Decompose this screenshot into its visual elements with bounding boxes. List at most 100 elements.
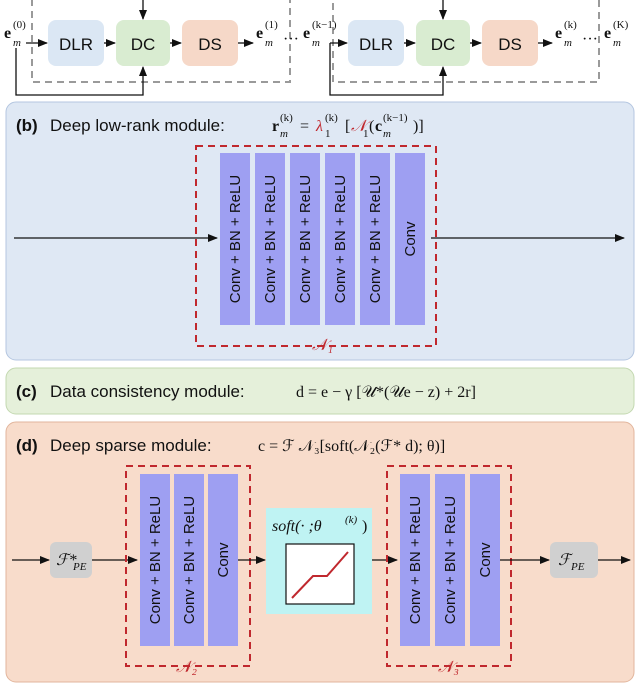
n1-layer-6: Conv [395,153,425,325]
svg-text:m: m [265,37,273,49]
n1-layer-5: Conv + BN + ReLU [360,153,390,325]
panel-c: (c) Data consistency module: d = e − γ [… [5,367,635,415]
svg-text:Conv + BN + ReLU: Conv + BN + ReLU [227,175,244,303]
svg-text:Conv + BN + ReLU: Conv + BN + ReLU [442,496,459,624]
svg-text:)]: )] [413,118,424,135]
svg-text:1: 1 [363,128,369,140]
svg-text:(: ( [369,118,374,135]
e0-sup: (0) [13,19,26,31]
panel-d: (d) Deep sparse module: c = ℱ 𝒩₃[soft(𝒩₂… [5,421,635,683]
panel-d-formula: c = ℱ 𝒩₃[soft(𝒩₂(ℱ* d); θ)] [258,438,445,455]
e0-base: e [4,25,11,42]
ds-box-1 [182,20,238,66]
dc-box-1 [116,20,170,66]
n1-label: 𝒩₁ [312,337,333,354]
svg-text:Conv + BN + ReLU: Conv + BN + ReLU [407,496,424,624]
panel-d-tag: (d) [16,436,38,455]
svg-text:Conv + BN + ReLU: Conv + BN + ReLU [262,175,279,303]
pe-forward-label: ℱ [558,552,574,569]
svg-text:m: m [613,37,621,49]
pe-adjoint-box [50,542,92,578]
svg-text:Conv + BN + ReLU: Conv + BN + ReLU [367,175,384,303]
dc-label-k: DC [431,35,456,54]
n2-layer-3: Conv [208,474,238,646]
e0-sub: m [13,37,21,49]
ds-box-k [482,20,538,66]
ellipsis-2: ··· [582,31,598,48]
pe-forward-box [550,542,598,578]
svg-text:PE: PE [72,561,87,573]
n3-label: 𝒩₃ [438,659,459,676]
n1-frame [195,145,437,347]
dc-label-1: DC [131,35,156,54]
svg-text:(k): (k) [345,514,358,526]
iteration-frame-1 [31,0,291,83]
iteration-frame-k [332,0,600,83]
svg-text:m: m [280,128,288,140]
n1-layer-2: Conv + BN + ReLU [255,153,285,325]
panel-c-formula: d = e − γ [𝒰*(𝒰e − z) + 2r] [296,384,476,401]
n3-layer-2: Conv + BN + ReLU [435,474,465,646]
svg-text:Conv: Conv [477,542,494,578]
svg-text:[: [ [345,118,350,135]
n3-frame [386,465,512,667]
n1-layer-3: Conv + BN + ReLU [290,153,320,325]
ds-label-k: DS [498,35,522,54]
panel-b-title: Deep low-rank module: [50,116,225,135]
panel-b: (b) Deep low-rank module: r m (k) = λ 1 … [5,101,635,361]
soft-label: soft(· ;θ [272,518,322,535]
soft-plot-frame [285,543,355,605]
svg-text:𝒩: 𝒩 [351,118,371,135]
svg-text:Conv: Conv [402,221,419,257]
svg-text:e: e [555,25,562,42]
dlr-label-k: DLR [359,35,393,54]
svg-text:m: m [312,37,320,49]
dlr-label-1: DLR [59,35,93,54]
svg-text:(K): (K) [613,19,629,31]
svg-text:(1): (1) [265,19,278,31]
svg-text:λ: λ [315,118,323,135]
pe-adjoint-label: ℱ* [56,552,77,569]
svg-text:=: = [300,118,309,135]
dlr-box-1 [48,20,104,66]
n1-layer-4: Conv + BN + ReLU [325,153,355,325]
svg-text:c: c [375,118,382,135]
svg-text:e: e [4,25,11,42]
panel-d-title: Deep sparse module: [50,436,212,455]
svg-text:1: 1 [325,128,331,140]
panel-b-formula: r m (k) = λ 1 (k) [ 𝒩 1 ( c m (k−1) )] [272,112,424,140]
panel-c-tag: (c) [16,382,37,401]
svg-text:Conv + BN + ReLU: Conv + BN + ReLU [147,496,164,624]
n3-layer-3: Conv [470,474,500,646]
svg-text:): ) [362,518,367,535]
svg-text:(k−1): (k−1) [312,19,337,31]
svg-text:(k−1): (k−1) [383,112,408,124]
svg-text:m: m [383,128,391,140]
dlr-box-k [348,20,404,66]
svg-text:Conv + BN + ReLU: Conv + BN + ReLU [297,175,314,303]
soft-threshold-curve [291,551,349,599]
ds-label-1: DS [198,35,222,54]
svg-text:e: e [604,25,611,42]
n2-layer-1: Conv + BN + ReLU [140,474,170,646]
pipeline-row: e (0) m DLR DC DS e (1) m ··· e (k−1) m … [4,0,629,96]
panel-c-title: Data consistency module: [50,382,245,401]
dc-box-k [416,20,470,66]
svg-text:r: r [272,118,279,135]
svg-text:(k): (k) [280,112,293,124]
svg-text:(k): (k) [325,112,338,124]
svg-text:PE: PE [570,561,585,573]
svg-text:Conv + BN + ReLU: Conv + BN + ReLU [332,175,349,303]
ellipsis-1: ··· [283,31,299,48]
panel-c-bg [5,367,635,415]
n1-layer-1: Conv + BN + ReLU [220,153,250,325]
svg-text:e: e [256,25,263,42]
svg-text:m: m [564,37,572,49]
svg-text:Conv + BN + ReLU: Conv + BN + ReLU [181,496,198,624]
n2-layer-2: Conv + BN + ReLU [174,474,204,646]
panel-b-tag: (b) [16,116,38,135]
svg-text:e: e [303,25,310,42]
n2-frame [125,465,251,667]
svg-text:(k): (k) [564,19,577,31]
